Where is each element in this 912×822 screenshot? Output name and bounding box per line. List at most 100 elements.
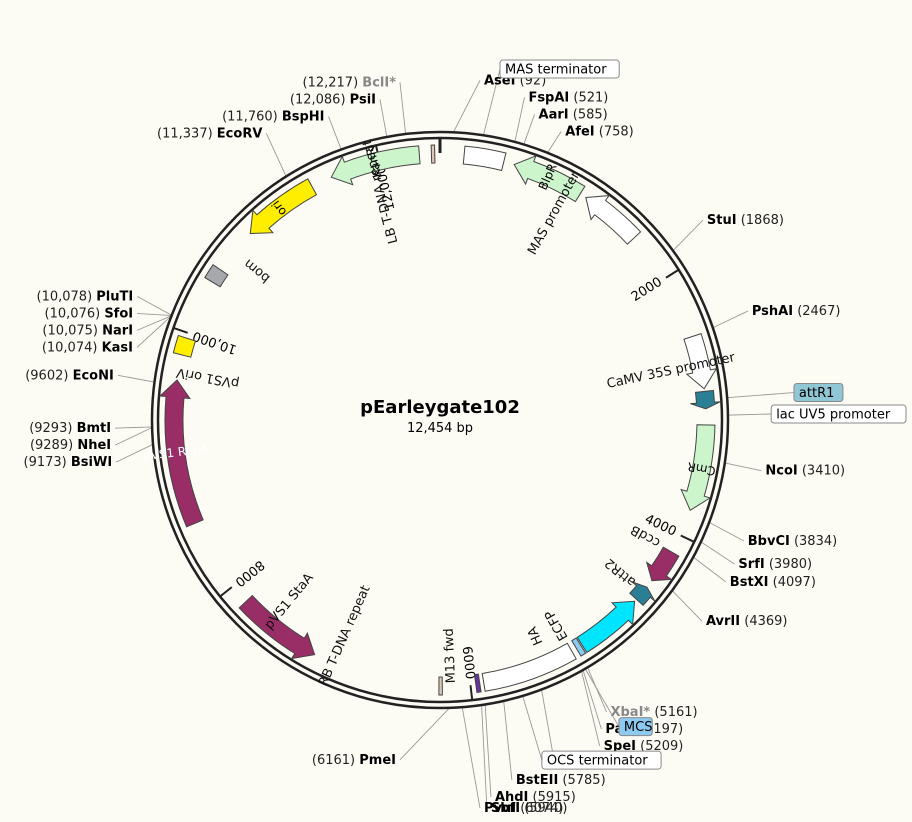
site-name: KasI	[102, 340, 133, 355]
site-position: (5209)	[636, 739, 683, 754]
site-position: (12,086)	[290, 92, 350, 107]
site-label-ahdi: AhdI (5915)	[495, 790, 576, 805]
leader-line	[265, 133, 287, 177]
site-label-bsteii: BstEII (5785)	[516, 773, 606, 788]
site-label-xbai: XbaI* (5161)	[610, 705, 697, 720]
feature-name-m13-fwd: M13 fwd	[442, 628, 459, 684]
site-name: NheI	[77, 438, 111, 453]
site-position: (10,076)	[45, 306, 105, 321]
site-position: (5161)	[650, 705, 697, 720]
leader-line	[522, 695, 543, 761]
site-position: (2467)	[793, 304, 840, 319]
boxed-label-box-mas-terminator	[499, 59, 620, 79]
feature-camv-35s-promoter	[683, 332, 718, 390]
site-position: (3410)	[798, 463, 845, 478]
site-label-bstxi: BstXI (4097)	[730, 574, 816, 589]
site-position: (6074)	[516, 801, 563, 816]
site-position: (9173)	[24, 455, 71, 470]
tick-label: 2000	[629, 275, 665, 305]
map-title: pEarleygate102	[360, 397, 520, 418]
feature-ocs-terminator	[481, 642, 577, 692]
site-label-sfoi: (10,076) SfoI	[45, 306, 134, 321]
site-name: BbvCI	[748, 533, 790, 548]
boxed-label-attr1: attR1	[799, 386, 834, 401]
site-position: (9289)	[30, 438, 77, 453]
leader-line	[503, 700, 513, 781]
tick-label: 8000	[232, 557, 267, 589]
site-name: AhdI	[495, 790, 528, 805]
site-label-pvui: PvuI (6074)	[484, 801, 563, 816]
leader-line	[672, 219, 704, 252]
site-position: (5940)	[520, 801, 567, 816]
leader-line	[584, 668, 620, 727]
tick-label: 10,000	[191, 328, 239, 357]
leader-line	[692, 556, 727, 583]
site-name: StuI	[707, 213, 737, 228]
site-position: (521)	[569, 90, 608, 105]
feature-mas-promoter	[585, 194, 642, 245]
site-name: AfeI	[565, 124, 594, 139]
feature-attr2	[629, 581, 656, 607]
feature-mas-terminator	[462, 145, 507, 172]
feature-cmr	[680, 424, 716, 512]
leader-lines	[114, 68, 794, 809]
leader-line	[399, 82, 407, 135]
site-label-pmei: (6161) PmeI	[312, 752, 396, 767]
feature-name-rb-t-dna-repeat: RB T-DNA repeat	[316, 583, 374, 688]
feature-rb-t-dna-repeat	[438, 676, 443, 696]
site-name: EcoNI	[73, 368, 114, 383]
site-name: SpeI	[604, 739, 636, 754]
leader-line	[136, 315, 172, 348]
boxed-label-ocs-terminator: OCS terminator	[547, 754, 648, 769]
leader-line	[708, 522, 744, 542]
site-label-bcli: (12,217) BclI*	[303, 75, 397, 90]
tick-mark	[173, 326, 188, 334]
feature-label-cmr: CmR	[686, 459, 716, 478]
site-name: BstEII	[516, 773, 558, 788]
site-name: PmeI	[359, 752, 396, 767]
site-position: (4097)	[769, 574, 816, 589]
site-label-srfi: SrfI (3980)	[738, 556, 812, 571]
site-position: (11,760)	[222, 109, 282, 124]
feature-name-ecfp: ECFP	[542, 607, 571, 643]
feature-name-ha: HA	[525, 624, 546, 647]
boxed-label-box-lac-uv5-promoter	[770, 404, 907, 424]
site-name: EcoRV	[217, 126, 263, 141]
boxed-label-lac-uv5-promoter: lac UV5 promoter	[776, 408, 891, 423]
site-label-fspai: FspAI (521)	[528, 90, 608, 105]
leader-line	[712, 310, 749, 329]
feature-m13-fwd	[473, 673, 482, 694]
site-name: FspAI	[528, 90, 569, 105]
leader-line	[379, 99, 388, 138]
site-label-ecorv: (11,337) EcoRV	[157, 126, 262, 141]
site-name: XbaI*	[610, 705, 650, 720]
site-label-bbvci: BbvCI (3834)	[748, 533, 837, 548]
site-label-spei: SpeI (5209)	[604, 739, 684, 754]
leader-line	[117, 374, 155, 383]
leader-line	[727, 392, 794, 399]
boxed-label-mas-terminator: MAS terminator	[505, 63, 607, 78]
site-name: SfoI	[104, 306, 133, 321]
site-name: PshAI	[752, 304, 793, 319]
leader-line	[671, 590, 703, 622]
leader-line	[523, 114, 535, 145]
leader-line	[482, 68, 501, 136]
site-name: BspHI	[282, 109, 325, 124]
site-position: (5785)	[558, 773, 605, 788]
boxed-label-mcs: MCS	[624, 720, 653, 735]
site-label-bmti: (9293) BmtI	[29, 421, 111, 436]
site-position: (1868)	[737, 213, 784, 228]
site-name: PluTI	[96, 289, 133, 304]
leader-line	[484, 704, 492, 798]
site-position: (5915)	[528, 790, 575, 805]
leader-line	[136, 315, 172, 331]
feature-ecfp	[576, 600, 636, 654]
leader-line	[328, 116, 342, 150]
site-name: NcoI	[765, 463, 797, 478]
leader-line	[137, 312, 172, 317]
tick-label: 6000	[459, 646, 478, 681]
map-length: 12,454 bp	[407, 421, 473, 436]
leader-line	[582, 669, 602, 730]
